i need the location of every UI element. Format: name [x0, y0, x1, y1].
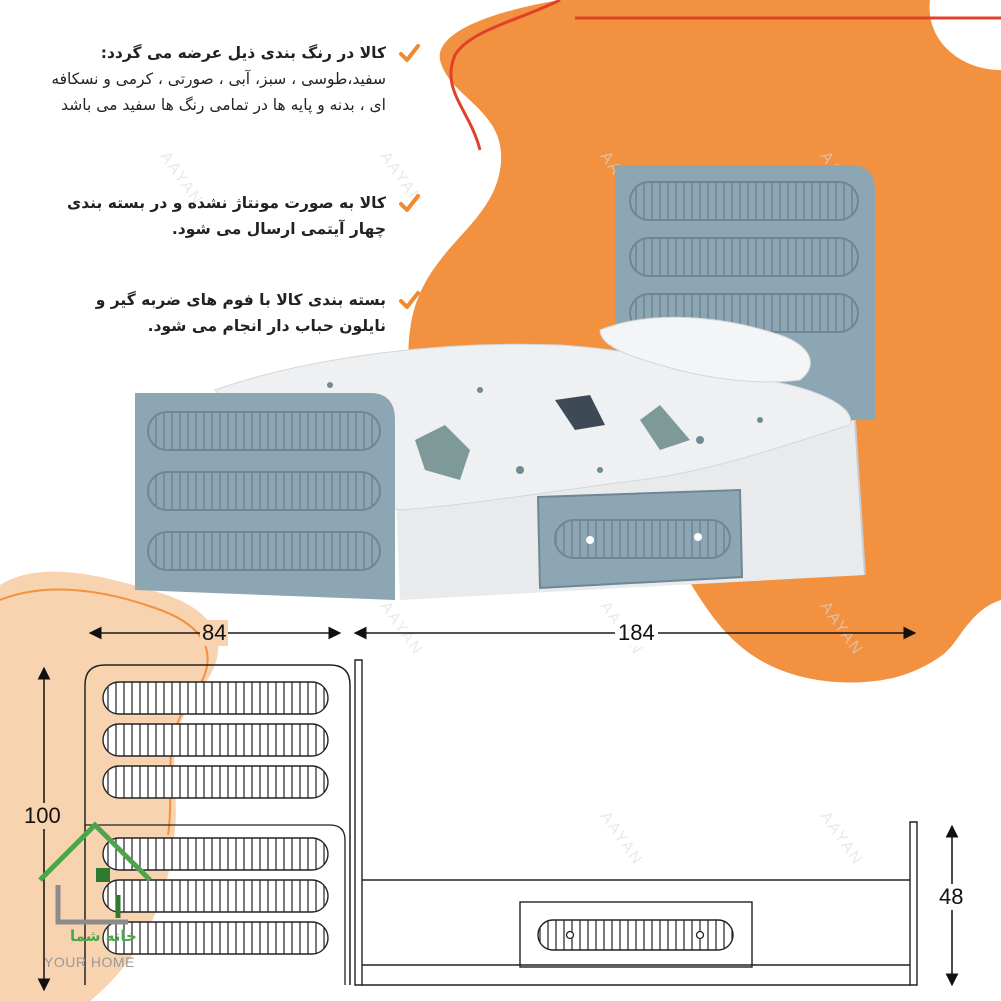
red-accent-curve-right [819, 603, 1001, 688]
feature-body: بسته بندی کالا با فوم های ضربه گیر و نای… [95, 291, 386, 335]
feature-item: کالا در رنگ بندی ذیل عرضه می گردد: سفید،ط… [46, 40, 420, 118]
dimension-length: 184 [615, 620, 658, 646]
duvet-pattern [327, 382, 763, 480]
drawer-knob [694, 533, 702, 541]
house-logo-icon [38, 821, 152, 925]
drawing-headboard-grooves [102, 681, 329, 955]
feature-body: کالا به صورت مونتاژ نشده و در بسته بندی … [67, 194, 386, 238]
dimension-height: 100 [22, 803, 63, 829]
footboard-grooves [147, 411, 381, 571]
drawing-drawer-grooves [537, 919, 734, 951]
feature-body: سفید،طوسی ، سبز، آبی ، صورتی ، کرمی و نس… [51, 70, 386, 114]
dimension-width: 84 [200, 620, 229, 646]
drawing-headboard [84, 664, 351, 985]
drawer-knob [586, 536, 594, 544]
feature-lead: کالا در رنگ بندی ذیل عرضه می گردد: [100, 44, 386, 62]
check-icon [399, 44, 420, 62]
headboard-grooves [629, 181, 859, 333]
logo-name-en: YOUR HOME [44, 954, 135, 970]
dimension-side-height: 48 [937, 884, 966, 910]
drawing-side-view [354, 659, 918, 986]
feature-item: کالا به صورت مونتاژ نشده و در بسته بندی … [46, 190, 420, 242]
logo-name-fa: خانه شما [70, 927, 137, 945]
pillow [599, 316, 811, 383]
check-icon [399, 194, 420, 212]
feature-item: بسته بندی کالا با فوم های ضربه گیر و نای… [46, 287, 420, 339]
check-icon [399, 291, 420, 309]
red-accent-curve [449, 0, 561, 151]
